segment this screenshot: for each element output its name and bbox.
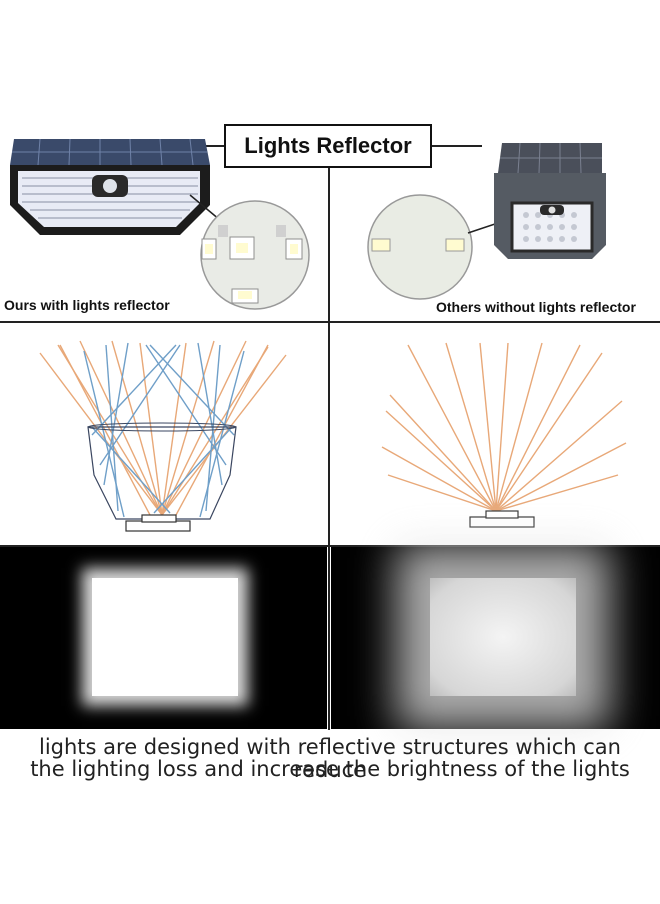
bright-light-square <box>92 578 238 696</box>
title-line-right <box>432 145 482 147</box>
no-reflector-ray-diagram <box>381 342 627 528</box>
middle-divider <box>0 545 660 547</box>
reflector-ray-diagram <box>39 340 287 532</box>
product-without-reflector-image <box>367 142 606 300</box>
footer-line-1: lights are designed with reflective stru… <box>39 735 621 782</box>
top-divider <box>0 321 660 323</box>
product-with-reflector-image <box>10 138 310 310</box>
right-caption: Others without lights reflector <box>436 299 636 315</box>
dim-light-square <box>430 578 576 696</box>
center-divider <box>328 145 330 730</box>
footer-line-2: the lighting loss and increase the brigh… <box>30 757 630 781</box>
left-caption: Ours with lights reflector <box>4 297 170 313</box>
page-title: Lights Reflector <box>224 124 432 168</box>
title-line-left <box>190 145 224 147</box>
